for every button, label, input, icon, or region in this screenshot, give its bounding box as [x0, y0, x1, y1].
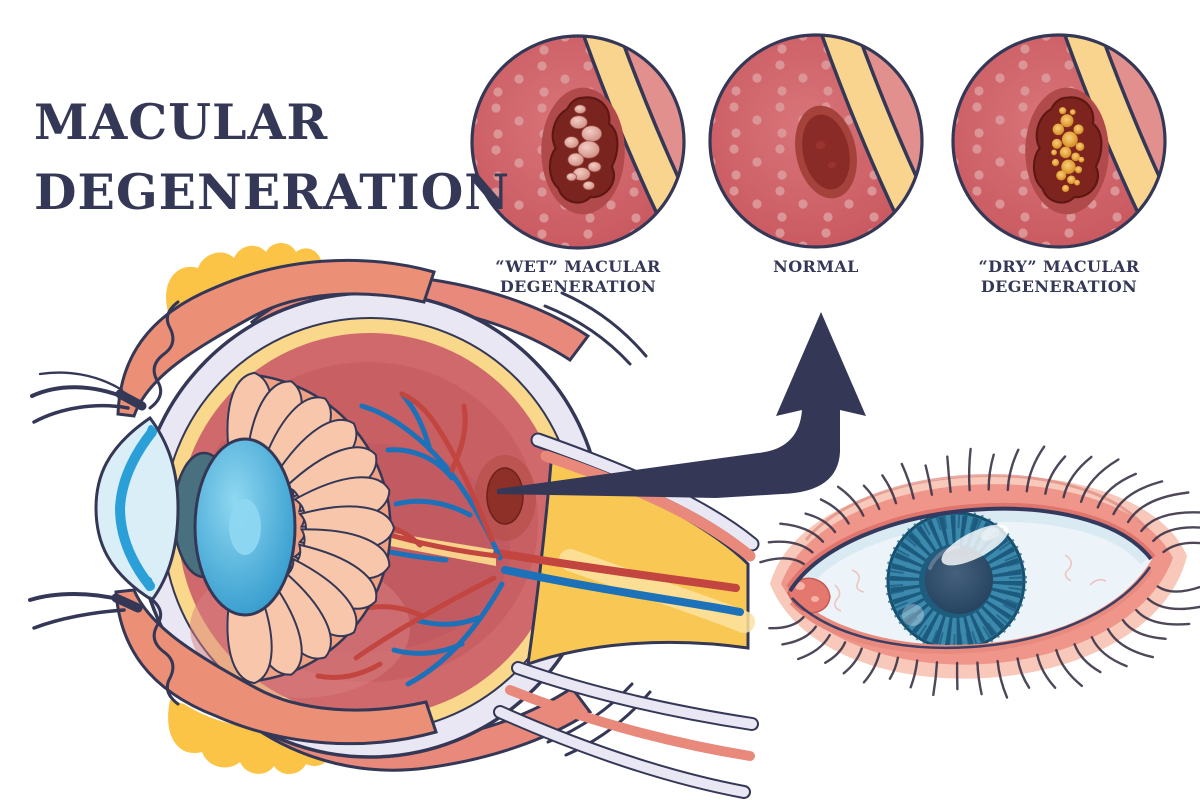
- caruncle-dot-1: [795, 582, 805, 590]
- lower-eyelashes: [768, 585, 1200, 699]
- sclera-capillaries: [833, 554, 1107, 612]
- front-eye-globe: [794, 507, 1152, 645]
- magnifier-arrow-icon: [497, 312, 866, 498]
- iris: [885, 510, 1027, 645]
- normal-circle-outline: [708, 33, 924, 249]
- page-title: MACULAR DEGENERATION: [34, 88, 510, 227]
- normal-macula: [795, 105, 857, 199]
- specimen-circle-normal: [708, 33, 924, 249]
- specimen-circle-dry: [951, 33, 1167, 249]
- iris-stripe-dot-bottom: [145, 577, 153, 591]
- orbital-fat-bottom: [168, 700, 332, 775]
- iris-stripe-dot-top: [147, 425, 155, 439]
- normal-circle-tissue: [710, 35, 922, 247]
- label-normal: NORMAL: [773, 257, 859, 276]
- caruncle-dot-2: [811, 596, 819, 602]
- title-line1: MACULAR: [34, 93, 329, 151]
- eyelashes-cross-section: [28, 371, 130, 630]
- eyelid-gland-top: [148, 300, 180, 410]
- macula-spot: [486, 467, 524, 525]
- lens-core: [229, 499, 261, 555]
- central-retinal-vein: [501, 566, 744, 616]
- eye-cross-section-figure: [28, 243, 760, 799]
- nerve-sheath-bottom: [493, 661, 759, 799]
- upper-lid-line: [788, 506, 1153, 593]
- iris-stripe: [114, 427, 157, 591]
- label-wet-macular-degeneration: “WET” MACULAR DEGENERATION: [495, 257, 661, 297]
- dry-circle-tissue: [953, 35, 1165, 247]
- pupil: [925, 546, 993, 614]
- central-retinal-artery: [493, 549, 740, 592]
- waterline: [791, 566, 1152, 650]
- eyelid-gland-bottom: [148, 596, 180, 706]
- label-dry-macular-degeneration: “DRY” MACULAR DEGENERATION: [978, 257, 1140, 297]
- front-eye-figure: [759, 445, 1200, 699]
- dry-circle-outline: [951, 33, 1167, 249]
- upper-eyelashes: [759, 445, 1200, 566]
- eye-highlight: [941, 524, 1009, 566]
- wet-circle-outline: [470, 34, 686, 250]
- wet-lesion: [541, 87, 625, 215]
- title-line2: DEGENERATION: [34, 162, 511, 221]
- specimen-circle-wet: [470, 34, 686, 250]
- dry-lesion: [1025, 87, 1109, 215]
